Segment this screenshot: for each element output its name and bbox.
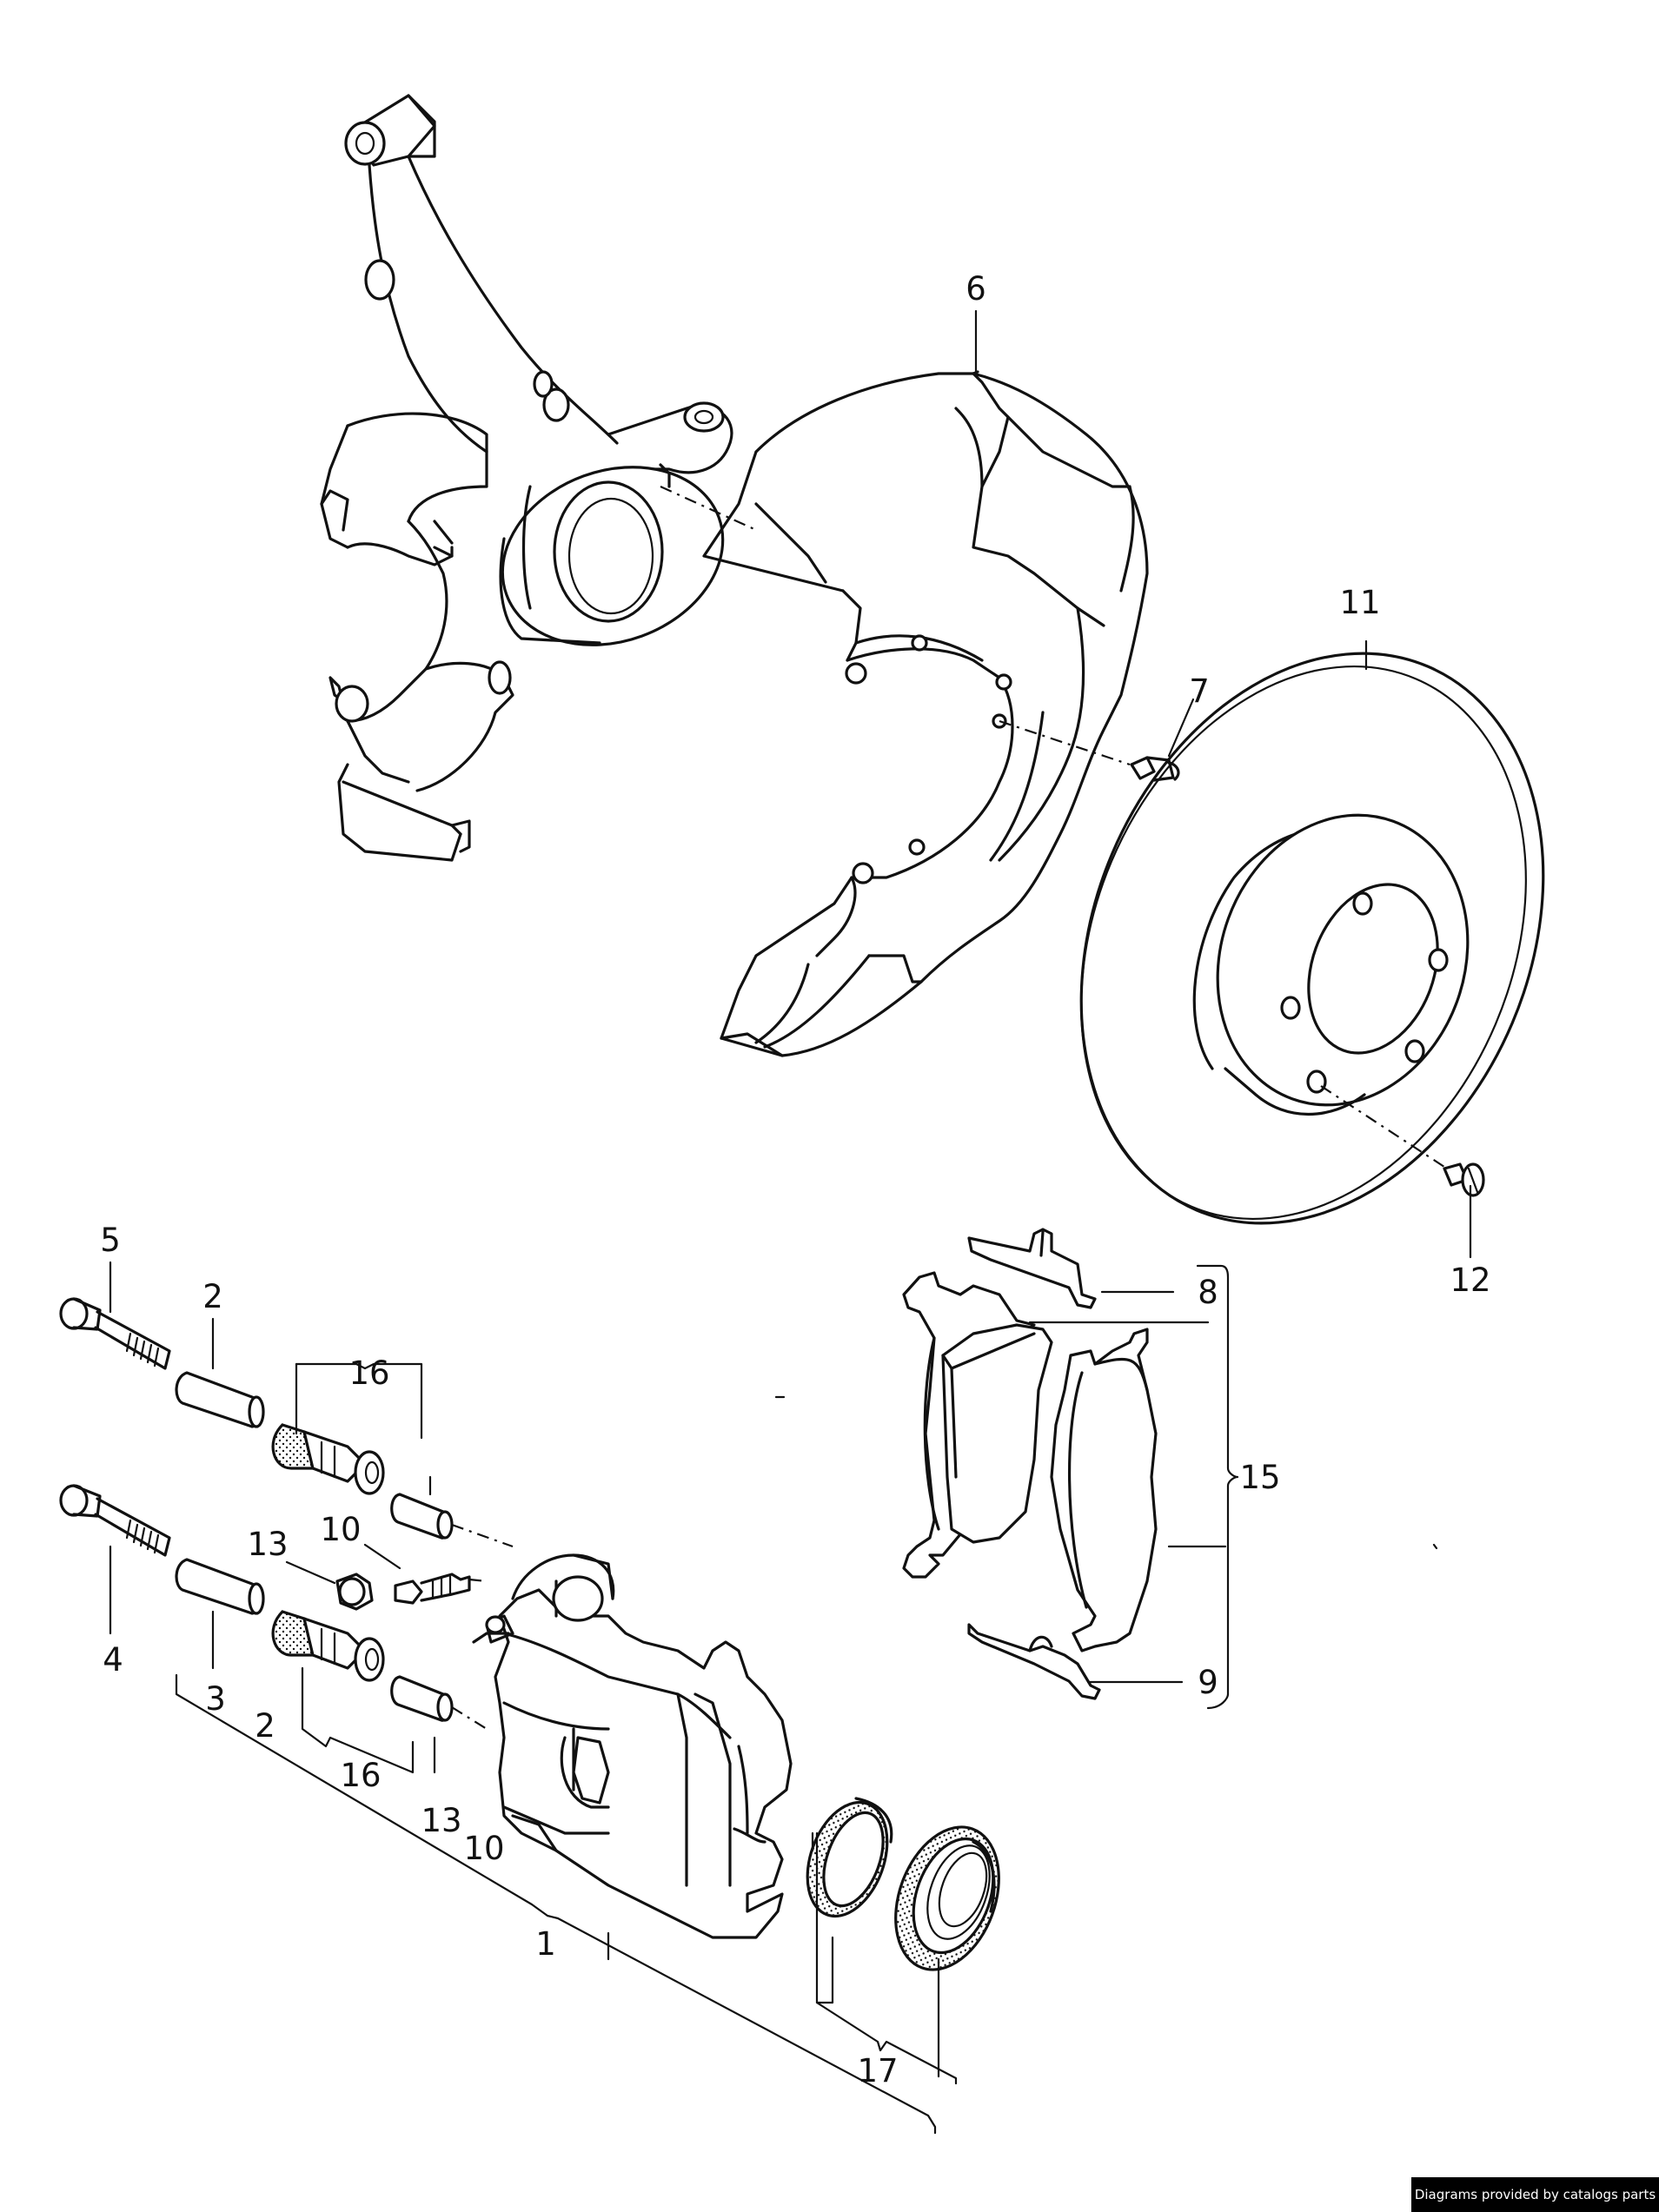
callout-15: 15 <box>1239 1459 1280 1496</box>
bleeder-valve <box>394 1573 471 1605</box>
guide-sleeve-lower <box>175 1558 265 1615</box>
disc-screw <box>1443 1162 1485 1197</box>
callout-13-lower: 13 <box>421 1802 461 1839</box>
assembly-lines <box>451 485 1448 1730</box>
callout-5: 5 <box>100 1222 121 1259</box>
leader-lines <box>109 309 1472 2135</box>
guide-bushing-upper <box>271 1423 385 1495</box>
brake-dust-shield <box>702 370 1149 1057</box>
credit-text: Diagrams provided by catalogs parts <box>1414 2187 1656 2202</box>
callout-11: 11 <box>1339 584 1380 621</box>
callout-16-lower: 16 <box>340 1757 381 1794</box>
callout-2-upper: 2 <box>202 1278 223 1315</box>
brake-caliper <box>472 1553 793 1939</box>
callout-6: 6 <box>966 270 986 308</box>
guide-bolt-lower <box>59 1484 171 1557</box>
steering-knuckle <box>320 94 733 862</box>
callout-17: 17 <box>857 2052 898 2089</box>
callout-10-lower: 10 <box>463 1830 504 1867</box>
shield-bolt <box>1130 756 1180 782</box>
callout-16-upper: 16 <box>348 1354 389 1392</box>
callout-4: 4 <box>103 1641 123 1679</box>
bleeder-cap <box>335 1573 374 1611</box>
guide-cap-upper <box>390 1493 454 1540</box>
guide-sleeve-upper <box>175 1371 265 1428</box>
callout-13-upper: 13 <box>247 1526 288 1563</box>
pad-retaining-spring-lower <box>967 1623 1101 1700</box>
pad-retaining-spring-upper <box>967 1228 1097 1309</box>
credit-banner: Diagrams provided by catalogs parts <box>1411 2177 1659 2212</box>
callout-3: 3 <box>205 1680 226 1718</box>
brake-disc <box>1079 652 1545 1225</box>
brake-pad-inner <box>1050 1328 1158 1652</box>
brake-pad-outer <box>902 1271 1053 1579</box>
callout-12: 12 <box>1450 1262 1490 1299</box>
callout-10-upper: 10 <box>320 1511 361 1548</box>
callout-8: 8 <box>1198 1274 1218 1311</box>
piston-dust-boot <box>894 1825 1000 1971</box>
guide-bolt-upper <box>59 1297 171 1370</box>
callout-9: 9 <box>1198 1664 1218 1701</box>
callout-1: 1 <box>535 1925 556 1963</box>
callout-7: 7 <box>1189 672 1210 710</box>
piston-seal <box>806 1797 893 1918</box>
callout-labels: 6 11 7 12 8 15 9 5 2 16 13 10 4 3 2 16 1… <box>100 270 1490 2089</box>
guide-cap-lower <box>390 1675 454 1722</box>
callout-2-lower: 2 <box>255 1707 275 1745</box>
guide-bushing-lower <box>271 1610 385 1682</box>
